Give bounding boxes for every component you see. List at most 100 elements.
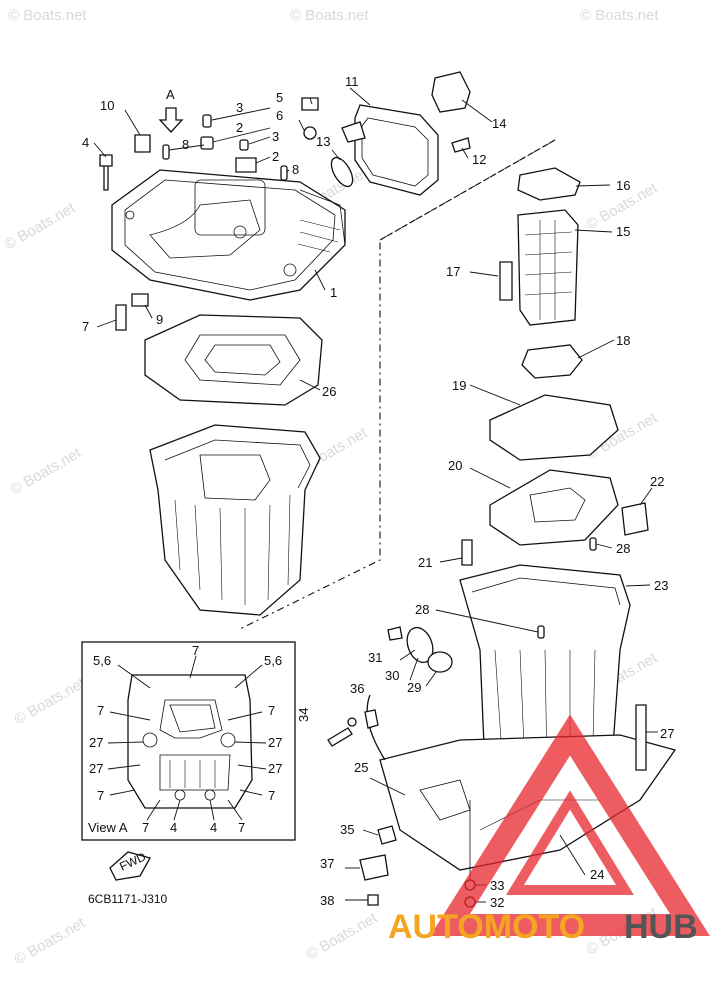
callout-15: 15	[616, 224, 630, 239]
view-a-callout-7-top: 7	[192, 643, 199, 658]
callout-6: 6	[276, 108, 283, 123]
watermark: © Boats.net	[12, 914, 89, 968]
gasket-19	[489, 394, 619, 461]
bolt-3b	[239, 139, 249, 151]
seal-13	[330, 156, 354, 188]
right-column-parts	[461, 167, 649, 566]
bracket-30	[406, 626, 434, 664]
callout-9: 9	[156, 312, 163, 327]
main-callouts: 11 5 3 10 A 6 14 2 3 4 8 13 2 12 8 16 15…	[82, 74, 674, 910]
callout-16: 16	[616, 178, 630, 193]
collar-2b	[235, 157, 257, 173]
bolt-17	[499, 261, 513, 301]
brand-name-part-a: AUTOMOTO	[388, 908, 585, 946]
callout-37: 37	[320, 856, 334, 871]
view-a-label: View A	[88, 820, 128, 835]
callout-28b: 28	[415, 602, 429, 617]
callout-7: 7	[82, 319, 89, 334]
plug-10	[134, 134, 151, 153]
bolt-21	[461, 539, 473, 566]
oil-pan	[149, 424, 321, 616]
brand-name-part-b: HUB	[624, 908, 698, 946]
view-a-inset	[81, 641, 296, 841]
callout-35: 35	[340, 822, 354, 837]
pin-8b	[280, 165, 288, 181]
view-a-callout-27-right-2: 27	[268, 761, 282, 776]
bolt-12	[451, 137, 471, 153]
callout-2a: 2	[236, 120, 243, 135]
callout-19: 19	[452, 378, 466, 393]
callout-11: 11	[345, 74, 359, 89]
callout-22: 22	[650, 474, 664, 489]
view-a-callout-7-bottom-1: 7	[142, 820, 149, 835]
screen-15	[517, 209, 579, 326]
callout-2b: 2	[272, 149, 279, 164]
callout-27: 27	[660, 726, 674, 741]
view-a-callout-5-6-right: 5,6	[264, 653, 282, 668]
pin-8a	[162, 144, 170, 160]
diagram-code: 6CB1171-J310	[88, 892, 167, 906]
view-a-callout-27-left-2: 27	[89, 761, 103, 776]
seal-18	[521, 344, 583, 379]
view-a-callouts: 5,6 7 5,6 7 7 27 27 27 27 7 7 View A 7 4…	[88, 643, 282, 835]
brand-logo	[430, 714, 710, 936]
stud-34	[327, 727, 353, 747]
callout-3a: 3	[236, 100, 243, 115]
view-a-callout-4-a: 4	[170, 820, 177, 835]
callout-8b: 8	[292, 162, 299, 177]
watermark: © Boats.net	[8, 7, 87, 24]
pin-28b	[537, 625, 545, 639]
washer-6	[303, 126, 317, 140]
fitting-37	[359, 854, 389, 881]
watermark: © Boats.net	[304, 909, 381, 963]
callout-30: 30	[385, 668, 399, 683]
view-a-callout-5-6-left: 5,6	[93, 653, 111, 668]
brand-triangle-icon	[430, 714, 710, 936]
callout-5: 5	[276, 90, 283, 105]
callout-arrow-a: A	[166, 87, 175, 102]
callout-13: 13	[316, 134, 330, 149]
fwd-arrow	[109, 851, 151, 881]
callout-28a: 28	[616, 541, 630, 556]
view-a-callout-7-right-2: 7	[268, 788, 275, 803]
view-a-callout-7-bottom-2: 7	[238, 820, 245, 835]
callout-3b: 3	[272, 129, 279, 144]
watermark: © Boats.net	[12, 674, 89, 728]
centerline-main	[237, 139, 556, 631]
callout-38: 38	[320, 893, 334, 908]
callout-14: 14	[492, 116, 506, 131]
callout-36: 36	[350, 681, 364, 696]
watermark: © Boats.net	[580, 7, 659, 24]
upper-case-part-1	[111, 169, 346, 301]
view-a-callout-7-left-2: 7	[97, 788, 104, 803]
misc-lower-parts	[327, 626, 647, 908]
gasket-16	[517, 167, 581, 201]
plug-9	[131, 293, 149, 307]
view-a-callout-4-b: 4	[210, 820, 217, 835]
top-small-parts	[99, 97, 319, 331]
collar-2a	[200, 136, 214, 150]
callout-29: 29	[407, 680, 421, 695]
callout-31: 31	[368, 650, 382, 665]
view-a-callout-7-right-1: 7	[268, 703, 275, 718]
watermark: © Boats.net	[2, 199, 79, 253]
callout-18: 18	[616, 333, 630, 348]
plate-20	[489, 469, 619, 546]
callout-10: 10	[100, 98, 114, 113]
joint-36	[364, 709, 379, 729]
nipple-35	[377, 825, 397, 845]
view-a-callout-27-left-1: 27	[89, 735, 103, 750]
top-right-parts	[330, 71, 471, 196]
callout-24: 24	[590, 867, 604, 882]
pin-28a	[589, 537, 597, 551]
watermark: © Boats.net	[8, 444, 85, 498]
callout-20: 20	[448, 458, 462, 473]
bolt-7	[115, 304, 127, 331]
callout-23: 23	[654, 578, 668, 593]
arrow-a	[158, 107, 184, 133]
bolt-4	[99, 154, 113, 191]
view-a-case	[127, 674, 253, 809]
gasket-26	[144, 314, 323, 406]
view-a-callout-7-left-1: 7	[97, 703, 104, 718]
